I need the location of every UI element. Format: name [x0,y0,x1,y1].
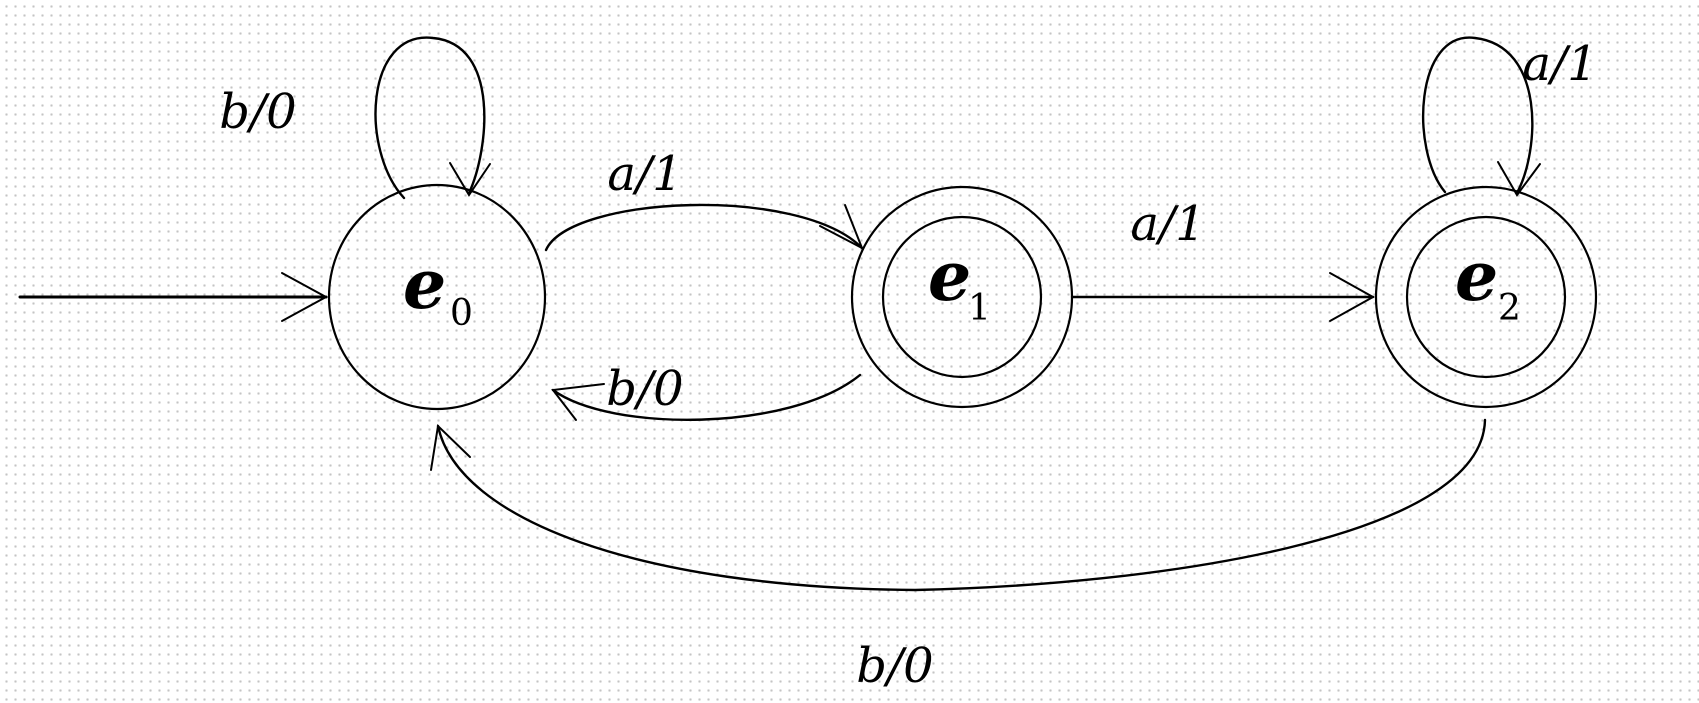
state-e0-name: e [403,245,446,325]
state-e1-sub: 1 [968,288,991,329]
edge-e0-e1 [544,203,864,252]
label-e2-e0: b/0 [856,638,933,694]
self-loop-e2 [1422,36,1541,197]
state-e2[interactable]: e 2 [1374,185,1598,409]
label-self-loop-e0: b/0 [219,84,296,140]
edge-e2-e0 [430,418,1487,592]
label-e1-e2: a/1 [1130,196,1205,252]
state-e1[interactable]: e 1 [850,185,1074,409]
edge-e1-e0 [551,373,862,422]
accepting-ring-e2 [1405,215,1567,379]
edge-e1-e2 [1070,272,1376,322]
label-e0-e1: a/1 [607,146,682,202]
state-e0[interactable]: e 0 [327,183,547,411]
self-loop-e0 [374,36,491,200]
initial-arrow [18,272,329,322]
state-e2-sub: 2 [1498,288,1521,329]
state-e2-name: e [1455,237,1498,317]
label-self-loop-e2: a/1 [1522,36,1597,92]
state-e1-name: e [928,237,971,317]
state-e0-sub: 0 [450,293,473,334]
accepting-ring-e1 [881,215,1043,379]
label-e1-e0: b/0 [606,361,683,417]
